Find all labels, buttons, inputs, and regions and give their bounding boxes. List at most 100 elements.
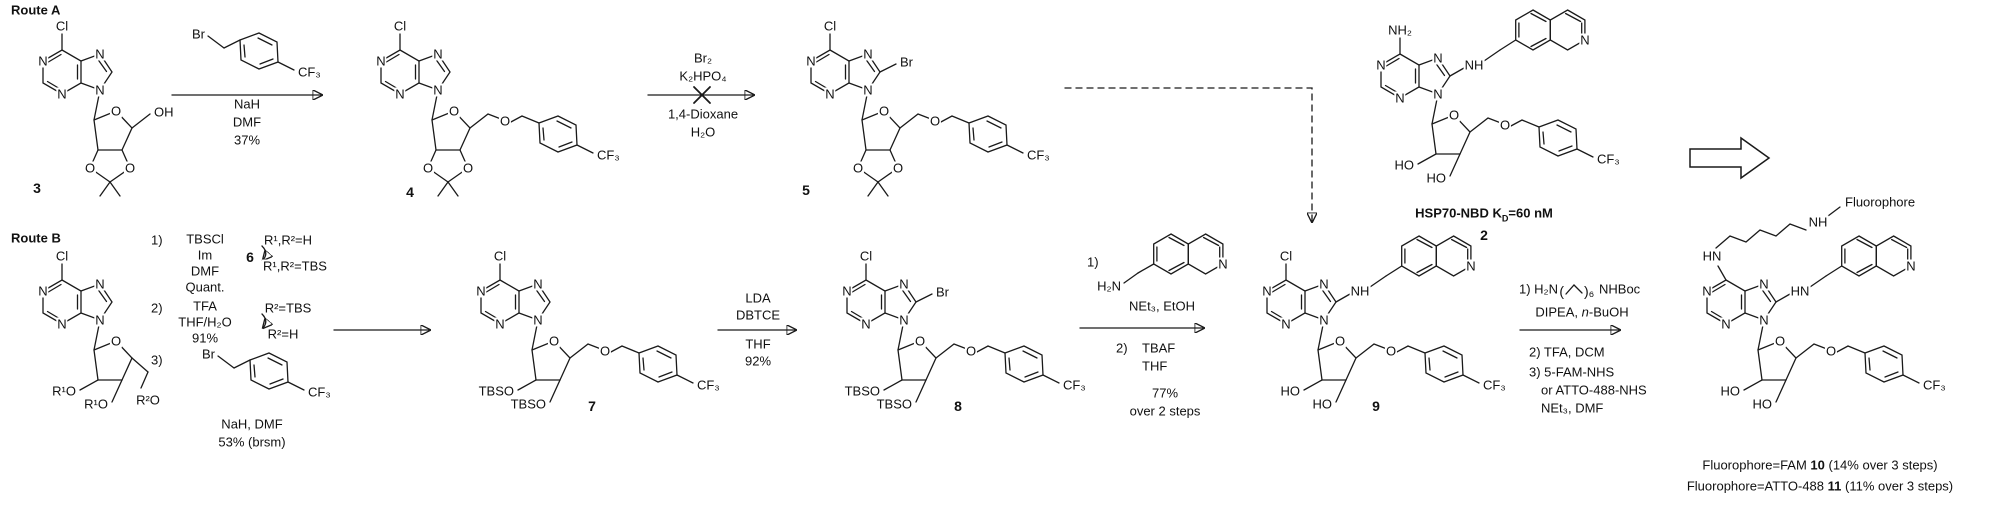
cbs-n3: N [56, 316, 68, 332]
arrow-b2-dbtce: DBTCE [734, 307, 782, 323]
cond1-compound-6: 6 [245, 249, 255, 265]
c9-ho2: HO [1311, 396, 1333, 412]
c9-cf3: CF₃ [1482, 377, 1507, 393]
arrow-b4-step1: 1) H₂N [1518, 281, 1559, 297]
arrow-b3-step1: 1) [1086, 254, 1100, 270]
arrow-b4-step3: 3) 5-FAM-NHS [1528, 364, 1616, 380]
cond1-r-eq-tbs: R¹,R²=TBS [262, 258, 328, 274]
c2-name: HSP70-NBD KD=60 nM [1414, 205, 1554, 224]
arrow-b4-or: or ATTO-488-NHS [1540, 382, 1648, 398]
c8-cf3: CF₃ [1062, 377, 1087, 393]
cf-n1: N [1701, 283, 1713, 299]
c5-n1: N [805, 53, 817, 69]
arrow-b3-net3: NEt₃, EtOH [1128, 298, 1196, 314]
c5-o4: O [877, 103, 891, 119]
bnbr1-br: Br [191, 26, 206, 42]
c9-quinoline-n: N [1465, 258, 1477, 274]
result-line-atto: Fluorophore=ATTO-488 11 (11% over 3 step… [1685, 478, 1955, 494]
c2-quinoline-n: N [1579, 32, 1591, 48]
arrow-b3-tbaf: TBAF [1141, 340, 1177, 356]
cond1-step: 1) [150, 232, 164, 248]
c4-cl: Cl [392, 18, 408, 34]
cond3-nah-dmf: NaH, DMF [220, 416, 284, 432]
cbs-r1o-a: R¹O [51, 383, 77, 399]
cbs-r1o-b: R¹O [83, 396, 109, 412]
c2-n1: N [1375, 57, 1387, 73]
route-a-title: Route A [10, 2, 62, 18]
cond1-tbscl: TBSCl [185, 231, 225, 247]
c5-o-acetonide-2: O [891, 160, 905, 176]
cf-n9: N [1758, 312, 1770, 328]
cond3-yield: 53% (brsm) [217, 434, 287, 450]
arrow-b4-paren-open: ( [1559, 283, 1564, 299]
quinoline-amine-reagent [1123, 233, 1224, 284]
c8-br: Br [935, 284, 950, 300]
c8-number: 8 [953, 398, 963, 414]
cond1-dmf: DMF [189, 263, 221, 279]
c3-n3: N [56, 86, 68, 102]
c7-o-ether: O [598, 343, 612, 359]
bnbr2-cf3: CF₃ [307, 384, 332, 400]
block-arrow [1689, 136, 1771, 180]
arrow-a2-br2: Br₂ [692, 50, 714, 66]
condition-interconversion-arrows [262, 245, 266, 328]
c9-n1: N [1261, 283, 1273, 299]
c5-o-ether: O [928, 113, 942, 129]
cond2-r2-tbs: R²=TBS [263, 300, 313, 316]
c7-tbso1: TBSO [477, 383, 515, 399]
c8-n3: N [860, 316, 872, 332]
c2-n3: N [1394, 90, 1406, 106]
compound-9-structure [1266, 235, 1480, 403]
arrow-b4-net3: NEt₃, DMF [1540, 400, 1605, 416]
cf-nh-top: NH [1807, 214, 1829, 230]
c3-number: 3 [32, 180, 42, 196]
cond2-tfa: TFA [192, 298, 218, 314]
cf-o4: O [1773, 333, 1787, 349]
c9-o4: O [1333, 333, 1347, 349]
cbs-n9: N [94, 312, 106, 328]
c2-number: 2 [1479, 227, 1489, 243]
cond2-r2-h: R²=H [266, 326, 300, 342]
c9-nh: NH [1349, 283, 1371, 299]
c7-n7: N [532, 276, 544, 292]
c2-n9: N [1432, 86, 1444, 102]
c5-cl: Cl [822, 18, 838, 34]
c7-n3: N [494, 316, 506, 332]
arrow-b4 [1519, 284, 1620, 330]
c5-o-acetonide-1: O [851, 160, 865, 176]
compound-2-structure [1380, 9, 1594, 177]
c8-tbso2: TBSO [875, 396, 913, 412]
cond1-r-eq-h: R¹,R²=H [262, 232, 314, 248]
cond3-step: 3) [150, 352, 164, 368]
c9-ho1: HO [1279, 383, 1301, 399]
cf-ho1: HO [1719, 383, 1741, 399]
c9-o-ether: O [1384, 343, 1398, 359]
cbs-r2o: R²O [135, 392, 161, 408]
c7-cf3: CF₃ [696, 377, 721, 393]
c8-n7: N [898, 276, 910, 292]
benzyl-bromide-reagent-a [207, 32, 295, 71]
cbs-n1: N [37, 283, 49, 299]
arrow-b2-lda: LDA [744, 290, 772, 306]
c3-o-acetonide-2: O [123, 160, 137, 176]
c4-n9: N [432, 82, 444, 98]
arrow-b2-yield: 92% [743, 353, 773, 369]
cond2-step: 2) [150, 300, 164, 316]
c8-o-ether: O [964, 343, 978, 359]
cf-n3: N [1720, 316, 1732, 332]
cf-n7: N [1758, 276, 1770, 292]
c4-o-ether: O [498, 113, 512, 129]
c9-n7: N [1318, 276, 1330, 292]
result-line-fam: Fluorophore=FAM 10 (14% over 3 steps) [1701, 457, 1939, 473]
arrow-b2-thf: THF [744, 336, 772, 352]
c5-n7: N [862, 46, 874, 62]
c9-cl: Cl [1278, 248, 1294, 264]
arrow-b3-thf: THF [1141, 358, 1169, 374]
benzyl-bromide-reagent-b [217, 352, 305, 391]
c4-o4: O [447, 103, 461, 119]
arrow-b3-yield: 77% [1150, 385, 1180, 401]
c3-n9: N [94, 82, 106, 98]
bnbr2-br: Br [201, 346, 216, 362]
